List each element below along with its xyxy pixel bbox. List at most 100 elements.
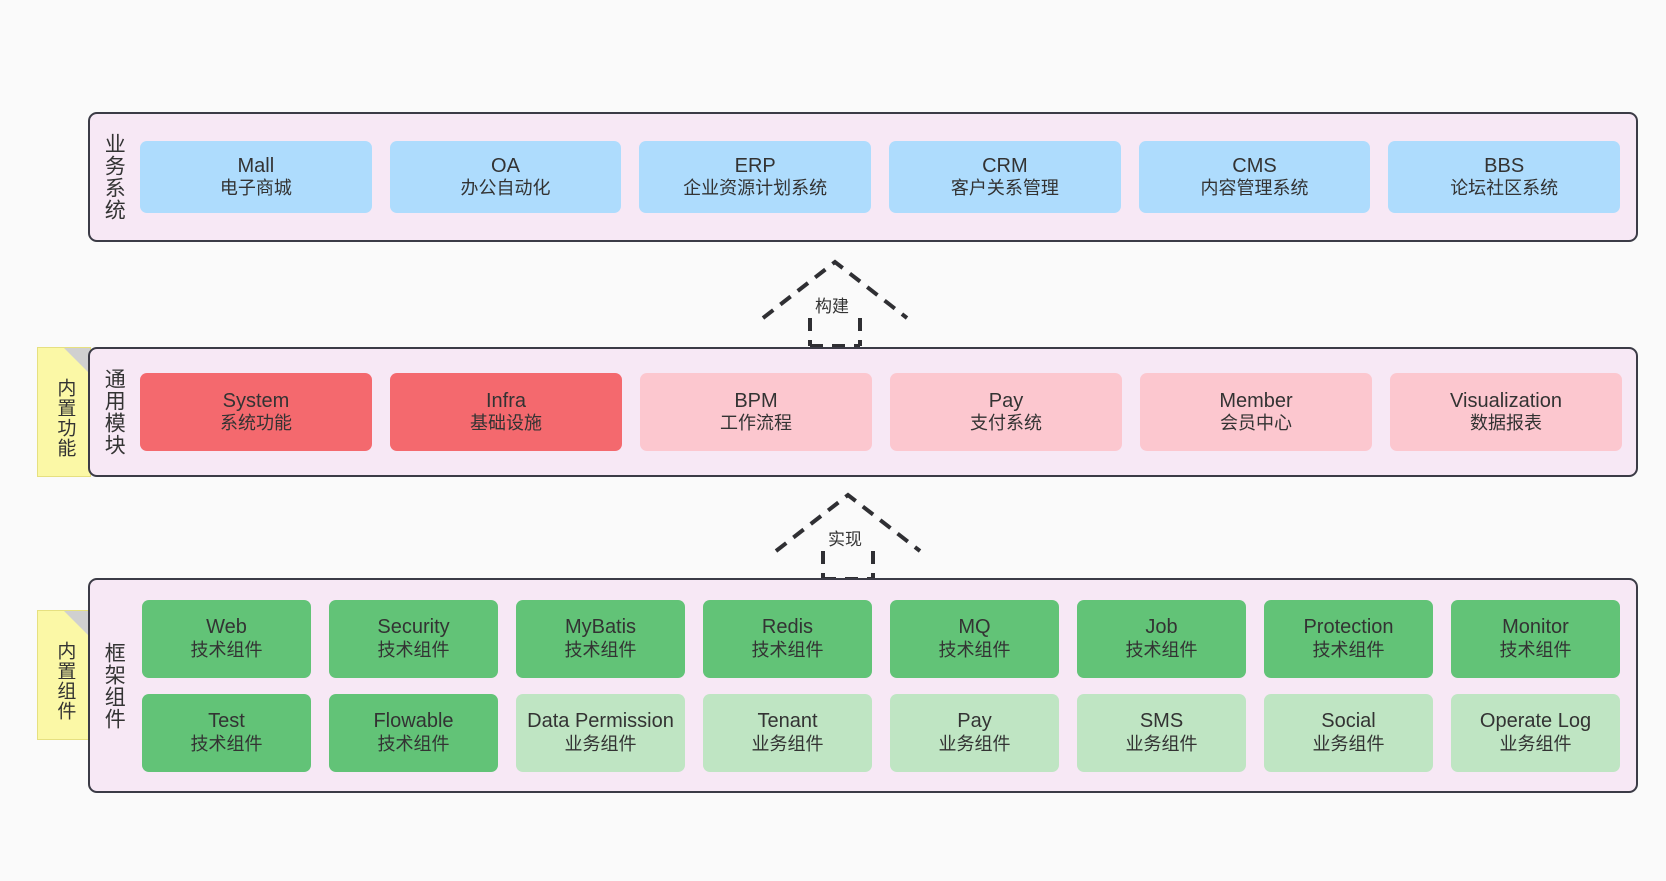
card-crm-cn: 客户关系管理: [950, 178, 1059, 199]
card-bpm[interactable]: BPM 工作流程: [640, 373, 872, 451]
card-web[interactable]: Web 技术组件: [142, 599, 311, 678]
card-mybatis-en: MyBatis: [564, 616, 637, 639]
layer-framework-component-cards: Web 技术组件 Security 技术组件 MyBatis 技术组件 Redi…: [136, 580, 1636, 791]
card-visualization-cn: 数据报表: [1470, 413, 1542, 434]
card-operate-log[interactable]: Operate Log 业务组件: [1451, 693, 1620, 772]
layer-common-module: 通用模块 System 系统功能 Infra 基础设施 BPM 工作流程 Pay…: [88, 347, 1638, 477]
card-tenant-cn: 业务组件: [751, 733, 824, 754]
note-fold-icon: [64, 611, 90, 637]
card-sms-cn: 业务组件: [1125, 733, 1198, 754]
framework-row-business: Test 技术组件 Flowable 技术组件 Data Permission …: [142, 693, 1620, 772]
arrow-implement-label: 实现: [828, 530, 862, 549]
card-test[interactable]: Test 技术组件: [142, 693, 311, 772]
card-sms-en: SMS: [1139, 710, 1184, 733]
card-protection-en: Protection: [1303, 616, 1394, 639]
card-mq-en: MQ: [958, 616, 991, 639]
card-crm[interactable]: CRM 客户关系管理: [889, 141, 1121, 213]
card-pay-module-en: Pay: [988, 389, 1024, 412]
card-cms-cn: 内容管理系统: [1200, 178, 1309, 199]
arrow-build-label: 构建: [815, 297, 849, 316]
card-job-cn: 技术组件: [1125, 639, 1198, 660]
card-sms[interactable]: SMS 业务组件: [1077, 693, 1246, 772]
card-cms[interactable]: CMS 内容管理系统: [1138, 141, 1371, 213]
card-pay-component-en: Pay: [957, 710, 992, 733]
card-mall-cn: 电子商城: [219, 178, 292, 199]
card-mybatis-cn: 技术组件: [564, 639, 637, 660]
card-erp-en: ERP: [734, 154, 776, 177]
card-monitor[interactable]: Monitor 技术组件: [1451, 599, 1620, 678]
card-visualization-en: Visualization: [1450, 389, 1562, 412]
card-oa[interactable]: OA 办公自动化: [389, 141, 622, 213]
note-builtin-components: 内置组件: [37, 610, 91, 740]
card-bpm-cn: 工作流程: [720, 413, 792, 434]
card-data-permission-en: Data Permission: [527, 710, 674, 733]
card-redis-en: Redis: [761, 616, 814, 639]
card-monitor-en: Monitor: [1502, 616, 1569, 639]
card-monitor-cn: 技术组件: [1499, 639, 1572, 660]
card-mall[interactable]: Mall 电子商城: [140, 141, 372, 213]
card-mq-cn: 技术组件: [938, 639, 1011, 660]
card-social-cn: 业务组件: [1312, 733, 1385, 754]
card-pay-component-cn: 业务组件: [938, 733, 1011, 754]
layer-framework-component-title: 框架组件: [102, 641, 126, 730]
card-flowable-cn: 技术组件: [377, 733, 450, 754]
card-web-en: Web: [206, 616, 247, 639]
card-pay-component[interactable]: Pay 业务组件: [890, 693, 1059, 772]
card-data-permission[interactable]: Data Permission 业务组件: [516, 693, 685, 772]
card-erp[interactable]: ERP 企业资源计划系统: [639, 141, 872, 213]
card-protection[interactable]: Protection 技术组件: [1264, 599, 1433, 678]
layer-business-system-cards: Mall 电子商城 OA 办公自动化 ERP 企业资源计划系统 CRM 客户关系…: [136, 114, 1636, 240]
card-security-cn: 技术组件: [377, 639, 450, 660]
note-builtin-features: 内置功能: [37, 347, 91, 477]
card-mybatis[interactable]: MyBatis 技术组件: [516, 599, 685, 678]
arrow-build: [761, 259, 909, 348]
card-operate-log-cn: 业务组件: [1499, 733, 1572, 754]
card-job[interactable]: Job 技术组件: [1077, 599, 1246, 678]
card-social-en: Social: [1321, 710, 1376, 733]
card-bbs-en: BBS: [1484, 154, 1525, 177]
card-security[interactable]: Security 技术组件: [329, 599, 498, 678]
card-mq[interactable]: MQ 技术组件: [890, 599, 1059, 678]
card-oa-cn: 办公自动化: [460, 178, 551, 199]
card-member-en: Member: [1219, 389, 1293, 412]
card-system[interactable]: System 系统功能: [140, 373, 372, 451]
layer-framework-component: 框架组件 Web 技术组件 Security 技术组件 MyBatis 技术组件…: [88, 578, 1638, 793]
layer-common-module-title: 通用模块: [102, 368, 126, 456]
note-builtin-components-label: 内置组件: [54, 641, 76, 721]
card-test-cn: 技术组件: [190, 733, 263, 754]
card-job-en: Job: [1145, 616, 1178, 639]
note-builtin-features-label: 内置功能: [54, 378, 76, 458]
card-test-en: Test: [208, 710, 245, 733]
card-mall-en: Mall: [237, 154, 275, 177]
layer-business-system-title: 业务系统: [102, 133, 126, 221]
card-pay-module-cn: 支付系统: [970, 413, 1042, 434]
card-protection-cn: 技术组件: [1312, 639, 1385, 660]
card-system-en: System: [222, 389, 290, 412]
card-bpm-en: BPM: [734, 389, 778, 412]
card-redis[interactable]: Redis 技术组件: [703, 599, 872, 678]
card-oa-en: OA: [491, 154, 520, 177]
card-member-cn: 会员中心: [1220, 413, 1292, 434]
card-flowable[interactable]: Flowable 技术组件: [329, 693, 498, 772]
card-member[interactable]: Member 会员中心: [1140, 373, 1372, 451]
layer-business-system: 业务系统 Mall 电子商城 OA 办公自动化 ERP 企业资源计划系统 CRM…: [88, 112, 1638, 242]
card-operate-log-en: Operate Log: [1479, 710, 1592, 733]
card-web-cn: 技术组件: [190, 639, 263, 660]
card-tenant[interactable]: Tenant 业务组件: [703, 693, 872, 772]
card-visualization[interactable]: Visualization 数据报表: [1390, 373, 1622, 451]
note-fold-icon: [64, 348, 90, 374]
card-pay-module[interactable]: Pay 支付系统: [890, 373, 1122, 451]
card-system-cn: 系统功能: [220, 413, 292, 434]
card-crm-en: CRM: [982, 154, 1028, 177]
card-security-en: Security: [377, 616, 450, 639]
card-infra[interactable]: Infra 基础设施: [390, 373, 622, 451]
card-bbs[interactable]: BBS 论坛社区系统: [1388, 141, 1621, 213]
card-social[interactable]: Social 业务组件: [1264, 693, 1433, 772]
card-flowable-en: Flowable: [373, 710, 454, 733]
card-data-permission-cn: 业务组件: [564, 733, 637, 754]
layer-common-module-cards: System 系统功能 Infra 基础设施 BPM 工作流程 Pay 支付系统…: [136, 349, 1636, 475]
card-cms-en: CMS: [1232, 154, 1277, 177]
card-erp-cn: 企业资源计划系统: [683, 178, 828, 199]
card-tenant-en: Tenant: [757, 710, 818, 733]
